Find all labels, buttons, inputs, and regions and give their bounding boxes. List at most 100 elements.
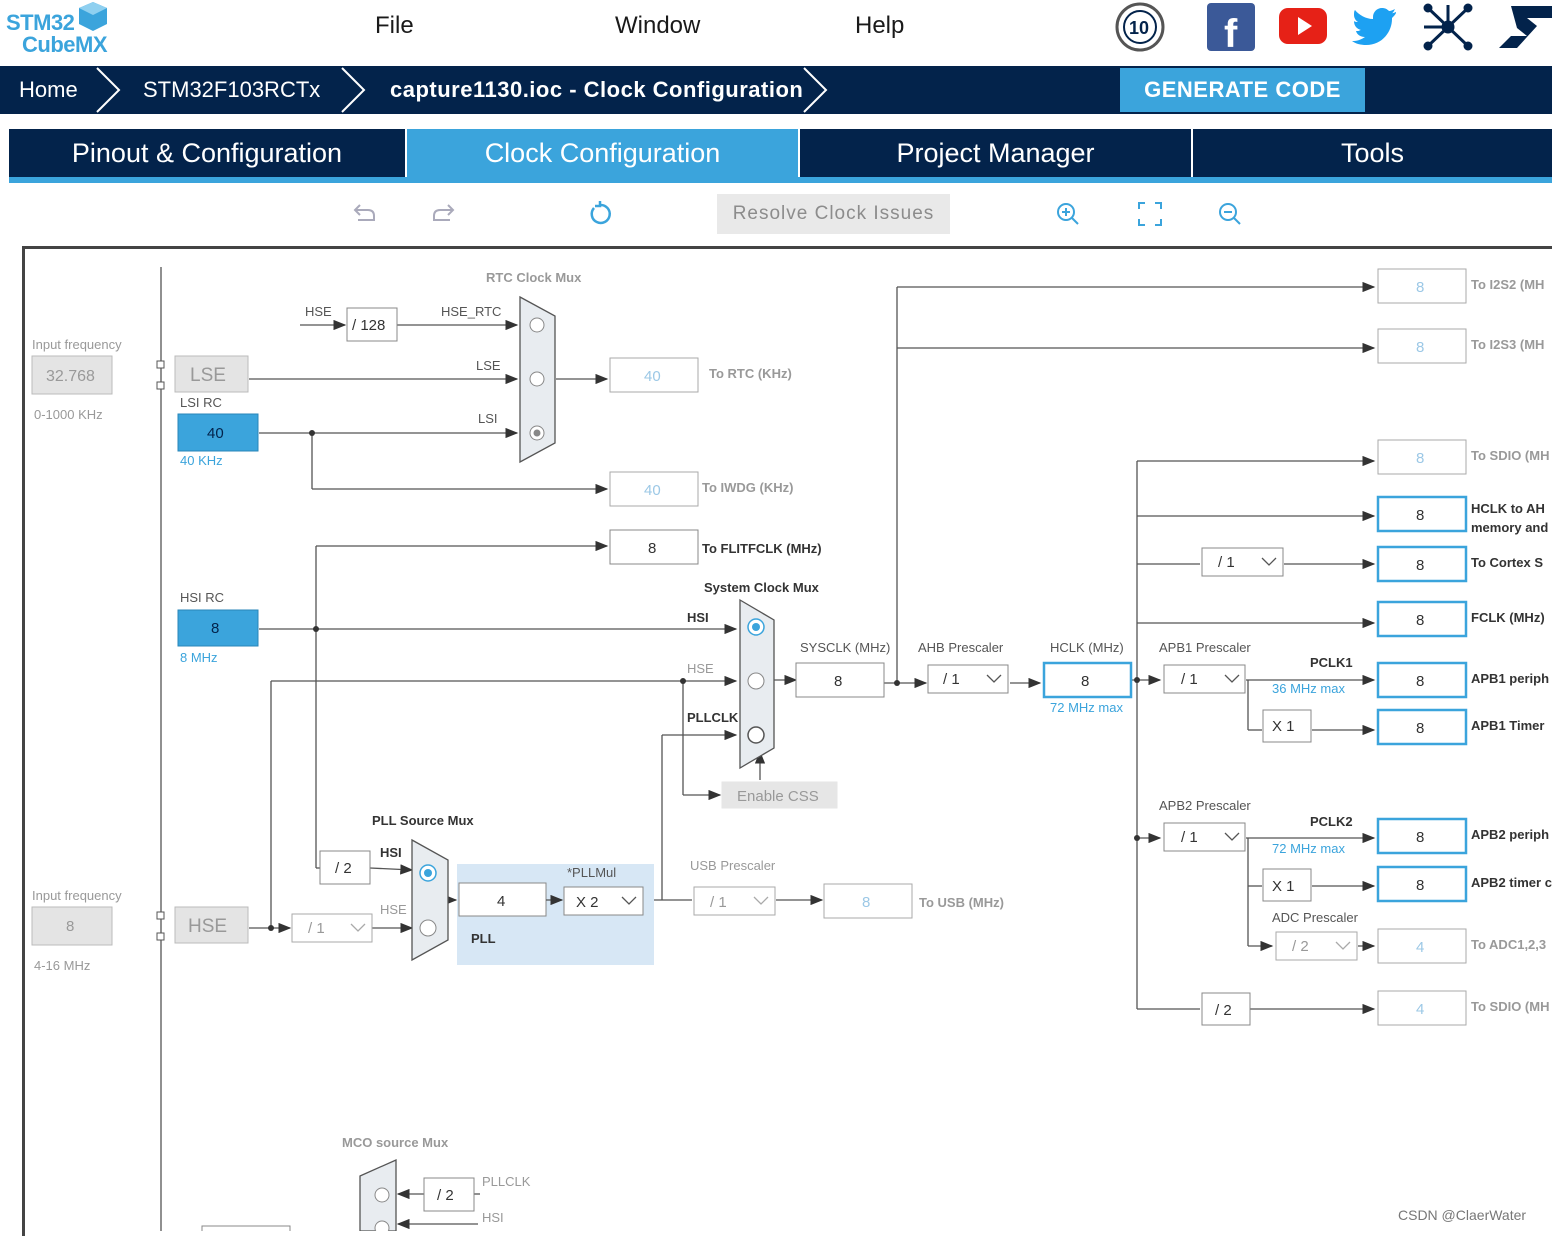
output-value: 8 [1416,612,1424,629]
menu-help[interactable]: Help [855,12,905,39]
tab-clock-configuration[interactable]: Clock Configuration [407,129,798,177]
output-box[interactable] [1376,865,1468,903]
output-label: APB1 periph [1471,671,1549,686]
pclk1-label: PCLK1 [1310,655,1353,670]
twitter-icon[interactable] [1350,4,1400,50]
mco-source-mux-label: MCO source Mux [342,1135,449,1150]
breadcrumb-device[interactable]: STM32F103RCTx [143,77,321,102]
output-box[interactable] [1376,661,1468,699]
apb2-prescaler-select[interactable] [1163,822,1246,852]
output-box[interactable] [1377,928,1467,964]
enable-css-button[interactable] [721,781,838,809]
output-label: APB2 timer c [1471,875,1552,890]
rtc-hse-label: HSE [305,304,332,319]
pll-label: PLL [471,931,496,946]
lse-input-frequency-field[interactable]: 32.768 [46,368,95,385]
output-box[interactable] [1376,600,1468,638]
tab-project-manager[interactable]: Project Manager [896,138,1095,168]
facebook-icon[interactable]: f [1207,3,1257,51]
ahb-prescaler-select[interactable] [927,664,1009,694]
hse-rtc-label: HSE_RTC [441,304,501,319]
st-logo-icon [1499,6,1552,48]
rtc-mux-radio-lse[interactable] [529,371,545,387]
output-value: 4 [1416,939,1424,956]
mco-radio-hsi[interactable] [374,1220,390,1231]
system-clock-mux-label: System Clock Mux [704,580,820,595]
usb-output-value[interactable]: 8 [862,894,870,911]
generate-code-button[interactable]: GENERATE CODE [1120,68,1365,112]
apb1-prescaler-value: / 1 [1181,671,1198,688]
output-label: FCLK (MHz) [1471,610,1545,625]
output-label: To Cortex S [1471,555,1543,570]
hse-prediv-value: / 1 [308,920,325,937]
hclk-value[interactable]: 8 [1081,673,1089,690]
resolve-clock-issues-button[interactable]: Resolve Clock Issues [717,194,950,234]
hse-block[interactable]: HSE [188,916,227,937]
adc-prescaler-select[interactable] [1275,931,1358,961]
tab-pinout-configuration[interactable]: Pinout & Configuration [71,138,343,168]
chevron-down-icon [753,896,769,905]
hse-input-frequency-field[interactable]: 8 [66,918,74,935]
lse-range: 0-1000 KHz [34,407,103,422]
menu-window[interactable]: Window [615,12,701,39]
rtc-mux-radio-hse[interactable] [529,317,545,333]
chevron-down-icon [1261,557,1277,566]
output-box[interactable] [1376,708,1468,746]
pllmul-label: *PLLMul [567,865,616,880]
hclk-max: 72 MHz max [1050,700,1123,715]
sysmux-radio-hse[interactable] [747,672,765,690]
to-iwdg-value[interactable]: 40 [644,482,661,499]
apb1-prescaler-select[interactable] [1163,664,1246,694]
cortex-prescaler-select[interactable] [1201,547,1284,577]
breadcrumb-file[interactable]: capture1130.ioc - Clock Configuration [390,77,804,102]
output-box[interactable] [1376,817,1468,855]
lse-block[interactable]: LSE [190,365,226,386]
output-box[interactable] [1377,439,1467,475]
zoom-in-icon[interactable] [1054,200,1082,228]
refresh-icon[interactable] [586,200,614,228]
redo-icon[interactable] [430,200,458,228]
output-value: 8 [1416,720,1424,737]
pllmul-value: X 2 [576,894,599,911]
pclk2-label: PCLK2 [1310,814,1353,829]
hse-div128-field[interactable]: / 128 [352,317,385,334]
usb-prescaler-select[interactable] [693,886,776,916]
output-box[interactable] [1376,545,1468,583]
lsi-freq-note: 40 KHz [180,453,223,468]
hse-range: 4-16 MHz [34,958,90,973]
output-box[interactable] [1377,990,1467,1026]
breadcrumb-home[interactable]: Home [19,77,78,102]
zoom-out-icon[interactable] [1216,200,1244,228]
output-value: 8 [1416,673,1424,690]
chevron-down-icon [350,923,366,932]
hsi-freq-note: 8 MHz [180,650,218,665]
output-label-line2: memory and [1471,520,1548,535]
lsi-rc-value[interactable]: 40 [207,425,224,442]
network-share-icon[interactable] [1422,2,1474,52]
pll-source-mux-label: PLL Source Mux [372,813,474,828]
output-label: To SDIO (MH [1471,448,1549,463]
anniversary-badge-icon[interactable]: 10 [1115,2,1165,52]
pllmux-radio-hse[interactable] [419,919,437,937]
hsi-rc-value[interactable]: 8 [211,620,219,637]
output-box[interactable] [1377,268,1467,304]
flitfclk-value[interactable]: 8 [648,540,656,557]
sysclk-value[interactable]: 8 [834,673,842,690]
chevron-down-icon [1335,941,1351,950]
sysmux-hsi-label: HSI [687,610,709,625]
hse-prediv-select[interactable] [291,913,373,943]
hclk-label: HCLK (MHz) [1050,640,1124,655]
to-rtc-value[interactable]: 40 [644,368,661,385]
output-box[interactable] [1377,328,1467,364]
tab-tools[interactable]: Tools [1340,138,1405,168]
youtube-icon[interactable] [1279,8,1329,46]
fit-screen-icon[interactable] [1136,200,1164,228]
mco-radio-pllclk[interactable] [374,1187,390,1203]
menu-file[interactable]: File [375,12,414,39]
sysmux-radio-pllclk[interactable] [747,726,765,744]
rtc-lse-label: LSE [476,358,501,373]
output-box[interactable] [1376,495,1468,533]
pllmul-select[interactable] [563,886,644,916]
undo-icon[interactable] [350,200,378,228]
